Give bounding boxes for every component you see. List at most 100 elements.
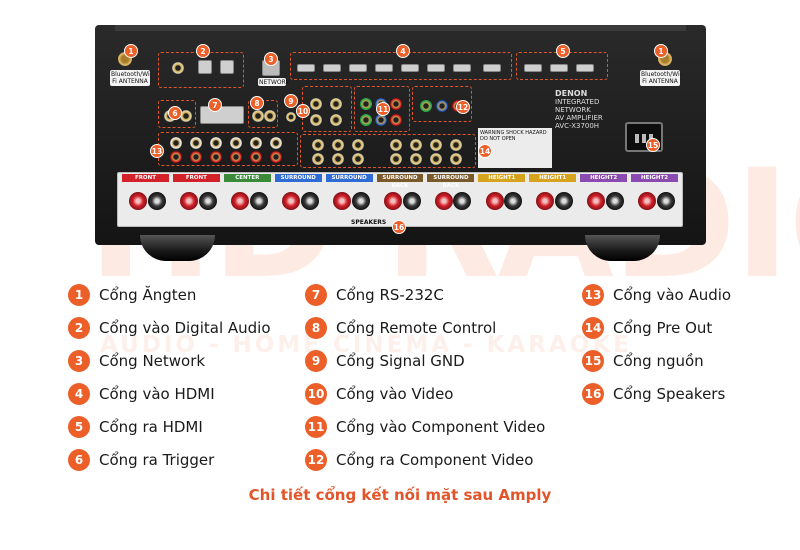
- component-out-pb: [436, 100, 448, 112]
- speakers-label: SPEAKERS: [351, 219, 387, 226]
- hdmi-in-port-8: [483, 64, 501, 72]
- network-label: NETWORK: [258, 78, 290, 86]
- hdmi-out-port-3: [576, 64, 594, 72]
- legend-text: Cổng Signal GND: [336, 352, 465, 370]
- callout-15: 15: [646, 138, 660, 152]
- callout-11: 11: [376, 102, 390, 116]
- pre-out-jack-12: [430, 153, 442, 165]
- hdmi-out-port-2: [550, 64, 568, 72]
- speaker-post-red: [180, 192, 199, 210]
- model-name: AVC-X3700H: [555, 122, 600, 130]
- audio-in-r-1: [170, 151, 182, 163]
- speaker-post-black: [453, 192, 472, 210]
- speaker-group-label: SURROUND BACK: [376, 174, 424, 189]
- legend-text: Cổng ra HDMI: [99, 418, 203, 436]
- legend-item: 6 Cổng ra Trigger: [68, 448, 214, 472]
- legend-text: Cổng ra Trigger: [99, 451, 215, 469]
- speaker-post-black: [249, 192, 268, 210]
- callout-2: 2: [196, 44, 210, 58]
- speaker-post-red: [587, 192, 606, 210]
- audio-in-l-3: [210, 137, 222, 149]
- speaker-group-label: HEIGHT2: [631, 174, 678, 182]
- speaker-post-black: [504, 192, 523, 210]
- legend-item: 9 Cổng Signal GND: [305, 349, 465, 373]
- optical-port-1: [198, 60, 212, 74]
- hdmi-in-port-6: [427, 64, 445, 72]
- hdmi-in-port-2: [323, 64, 341, 72]
- speaker-post-black: [402, 192, 421, 210]
- pre-out-jack-10: [410, 153, 422, 165]
- legend-number-badge: 14: [582, 317, 604, 339]
- callout-16: 16: [392, 220, 406, 234]
- pre-out-jack-1: [312, 139, 324, 151]
- pre-out-jack-8: [390, 153, 402, 165]
- legend-text: Cổng vào Audio: [613, 286, 732, 304]
- rs232c-port: [200, 106, 244, 124]
- callout-14: 14: [478, 144, 492, 158]
- component-out-y: [420, 100, 432, 112]
- callout-8: 8: [250, 96, 264, 110]
- legend-text: Cổng vào Video: [336, 385, 454, 403]
- optical-port-2: [220, 60, 234, 74]
- legend-number-badge: 9: [305, 350, 327, 372]
- legend-text: Cổng vào Digital Audio: [99, 319, 271, 337]
- callout-9: 9: [284, 94, 298, 108]
- legend-number-badge: 6: [68, 449, 90, 471]
- component-in-y-2: [360, 114, 372, 126]
- legend-item: 3 Cổng Network: [68, 349, 205, 373]
- callout-4: 4: [396, 44, 410, 58]
- component-in-pb-2: [375, 114, 387, 126]
- legend-text: Cổng RS-232C: [336, 286, 444, 304]
- legend-number-badge: 16: [582, 383, 604, 405]
- legend-text: Cổng nguồn: [613, 352, 704, 370]
- audio-in-r-6: [270, 151, 282, 163]
- component-in-pr-1: [390, 98, 402, 110]
- speaker-post-black: [198, 192, 217, 210]
- legend-item: 13 Cổng vào Audio: [582, 283, 731, 307]
- legend-text: Cổng Network: [99, 352, 206, 370]
- speaker-post-red: [230, 192, 249, 210]
- hdmi-out-port-1: [524, 64, 542, 72]
- pre-out-group: [300, 134, 476, 168]
- speaker-post-black: [606, 192, 625, 210]
- speaker-group-label: SURROUND BACK: [427, 174, 475, 189]
- brand-name: DENON: [555, 89, 588, 98]
- video-in-jack-4: [330, 114, 342, 126]
- pre-out-jack-14: [450, 153, 462, 165]
- audio-in-r-3: [210, 151, 222, 163]
- legend-number-badge: 3: [68, 350, 90, 372]
- legend-item: 7 Cổng RS-232C: [305, 283, 444, 307]
- speaker-post-red: [434, 192, 453, 210]
- callout-1b: 1: [654, 44, 668, 58]
- hdmi-in-port-1: [297, 64, 315, 72]
- legend-item: 8 Cổng Remote Control: [305, 316, 496, 340]
- callout-10: 10: [296, 104, 310, 118]
- component-in-pr-2: [390, 114, 402, 126]
- legend-number-badge: 8: [305, 317, 327, 339]
- component-in-group: [354, 86, 410, 132]
- brand-plate: DENON INTEGRATED NETWORK AV AMPLIFIER AV…: [555, 89, 615, 131]
- speaker-post-red: [638, 192, 657, 210]
- legend-number-badge: 13: [582, 284, 604, 306]
- audio-in-l-5: [250, 137, 262, 149]
- legend-text: Cổng vào HDMI: [99, 385, 215, 403]
- speaker-post-black: [657, 192, 676, 210]
- brand-line-2: INTEGRATED NETWORK: [555, 98, 600, 114]
- callout-7: 7: [208, 98, 222, 112]
- coaxial-jack: [172, 62, 184, 74]
- legend-number-badge: 7: [305, 284, 327, 306]
- legend-text: Cổng Remote Control: [336, 319, 497, 337]
- amplifier-foot-right: [585, 235, 660, 261]
- hdmi-in-port-4: [375, 64, 393, 72]
- speaker-group-label: SURROUND: [325, 174, 373, 182]
- pre-out-jack-9: [410, 139, 422, 151]
- speaker-group-label: FRONT: [122, 174, 169, 182]
- speaker-group-label: HEIGHT1: [478, 174, 526, 182]
- component-out-group: [412, 86, 472, 122]
- speaker-group-label: SURROUND: [274, 174, 322, 182]
